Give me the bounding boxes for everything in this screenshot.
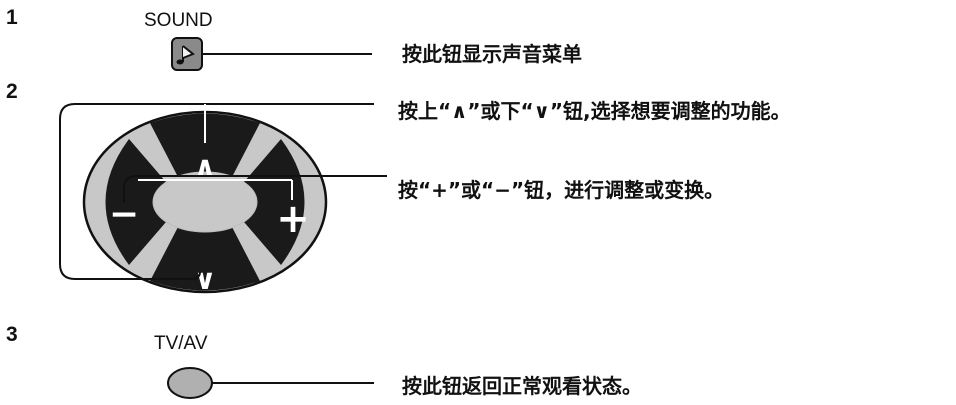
tvav-button[interactable] — [167, 367, 213, 399]
sound-button-label: SOUND — [144, 10, 213, 31]
instruction-return-normal: 按此钮返回正常观看状态。 — [402, 374, 642, 398]
center-ok-area[interactable] — [152, 171, 258, 233]
round-button-icon — [167, 367, 213, 399]
minus-button-shape[interactable] — [105, 139, 167, 265]
down-button-shape[interactable] — [150, 227, 260, 291]
up-arrow-icon: ∧ — [194, 150, 217, 183]
music-note-icon — [176, 45, 195, 65]
direction-pad — [82, 110, 328, 294]
step-number-3: 3 — [6, 323, 18, 346]
instruction-adjust-value: 按“+”或“−”钮，进行调整或变换。 — [398, 178, 725, 202]
step-number-1: 1 — [6, 6, 18, 29]
plusminus-leader-line — [123, 175, 387, 203]
sound-button[interactable] — [171, 37, 203, 71]
step-number-2: 2 — [6, 80, 18, 103]
plus-icon: + — [276, 196, 310, 242]
tvav-button-label: TV/AV — [154, 333, 208, 354]
instruction-select-function: 按上“∧”或下“∨”钮,选择想要调整的功能。 — [398, 99, 791, 123]
plus-button-shape[interactable] — [244, 139, 305, 265]
down-arrow-icon: ∨ — [194, 263, 217, 296]
instruction-sound-menu: 按此钮显示声音菜单 — [402, 42, 582, 66]
up-button-shape[interactable] — [150, 113, 260, 178]
updown-leader-line — [59, 103, 374, 280]
